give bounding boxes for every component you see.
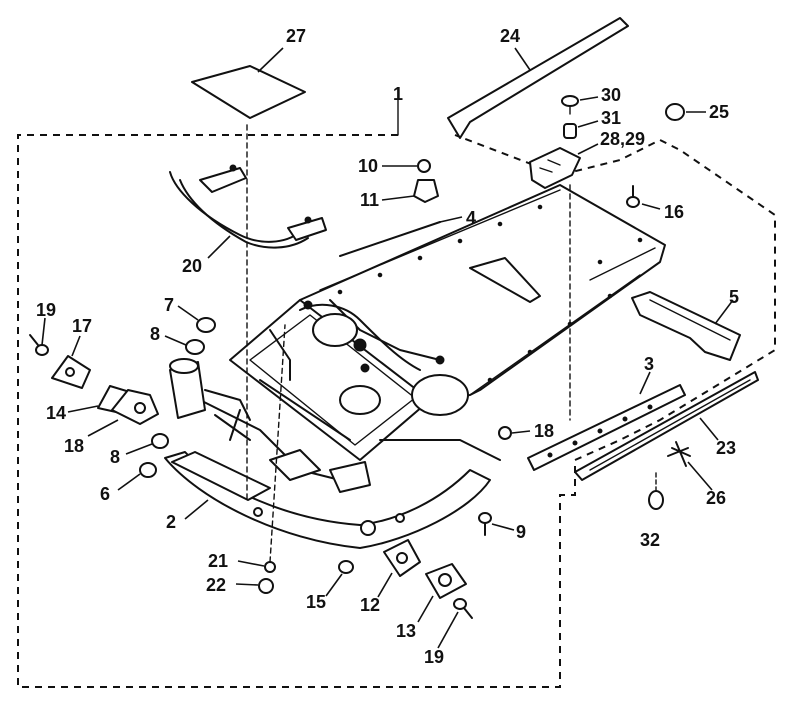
part-24-trim-strip	[447, 17, 629, 139]
label-23: 23	[716, 438, 736, 458]
label-18-right: 18	[534, 421, 554, 441]
label-11: 11	[360, 190, 379, 210]
label-30: 30	[601, 85, 621, 105]
assembly-boundary	[17, 134, 776, 688]
part-19-bolt-upper	[29, 317, 49, 356]
part-31-spacer	[563, 120, 599, 139]
label-4: 4	[466, 208, 476, 228]
label-25: 25	[709, 102, 729, 122]
part-12-plate	[377, 539, 421, 598]
label-28-29: 28,29	[600, 129, 645, 149]
part-18-washer-right	[498, 426, 531, 440]
part-17-bracket	[51, 335, 91, 389]
part-20-handle-bar	[169, 164, 327, 259]
part-8-bushing-lower	[125, 433, 169, 455]
part-5-rear-bracket	[631, 291, 741, 361]
label-9: 9	[516, 522, 526, 542]
front-chassis	[199, 299, 501, 493]
label-16: 16	[664, 202, 684, 222]
part-27-decal	[191, 65, 306, 119]
label-24: 24	[500, 26, 520, 46]
part-21-washer	[237, 324, 286, 573]
label-15: 15	[306, 592, 326, 612]
part-16-stud	[626, 185, 661, 210]
label-26: 26	[706, 488, 726, 508]
part-2-belly-pan	[164, 451, 491, 549]
part-19-bolt-lower	[437, 598, 473, 649]
label-31: 31	[601, 108, 621, 128]
label-14: 14	[46, 403, 66, 423]
label-2: 2	[166, 512, 176, 532]
part-3-running-board	[527, 371, 686, 471]
part-25-cap	[665, 103, 706, 121]
part-9-bolt	[478, 512, 515, 536]
label-10: 10	[358, 156, 378, 176]
label-13: 13	[396, 621, 416, 641]
label-5: 5	[729, 287, 739, 307]
label-27: 27	[286, 26, 306, 46]
label-22: 22	[206, 575, 226, 595]
label-6: 6	[100, 484, 110, 504]
part-6-bushing	[117, 462, 157, 491]
part-15-washer	[325, 560, 354, 597]
part-4-rod	[339, 221, 441, 257]
label-17: 17	[72, 316, 92, 336]
label-32: 32	[640, 530, 660, 550]
part-8-bushing-upper	[164, 335, 205, 355]
part-32-nut	[648, 469, 664, 510]
label-8-lower: 8	[110, 447, 120, 467]
label-1: 1	[393, 84, 403, 104]
part-26-clips	[667, 441, 713, 491]
part-30-bolt	[561, 95, 599, 115]
steering-post	[169, 358, 251, 421]
label-21: 21	[208, 551, 228, 571]
part-22-nut	[235, 578, 274, 594]
part-10-nut	[382, 159, 431, 173]
label-19-upper: 19	[36, 300, 56, 320]
part-28-29-bracket	[529, 143, 599, 189]
label-12: 12	[360, 595, 380, 615]
label-18-left: 18	[64, 436, 84, 456]
part-23-side-trim	[574, 371, 759, 481]
label-8-upper: 8	[150, 324, 160, 344]
part-7-bushing	[177, 305, 216, 333]
label-7: 7	[164, 295, 174, 315]
label-19-lower: 19	[424, 647, 444, 667]
part-13-housing	[417, 563, 467, 623]
part-labels: 27 24 1 30 31 28,29 25 10 11 16 4 20 7 5…	[36, 26, 739, 667]
part-18-mount-left	[87, 389, 159, 437]
part-11-mount	[381, 179, 439, 203]
label-3: 3	[644, 354, 654, 374]
label-20: 20	[182, 256, 202, 276]
